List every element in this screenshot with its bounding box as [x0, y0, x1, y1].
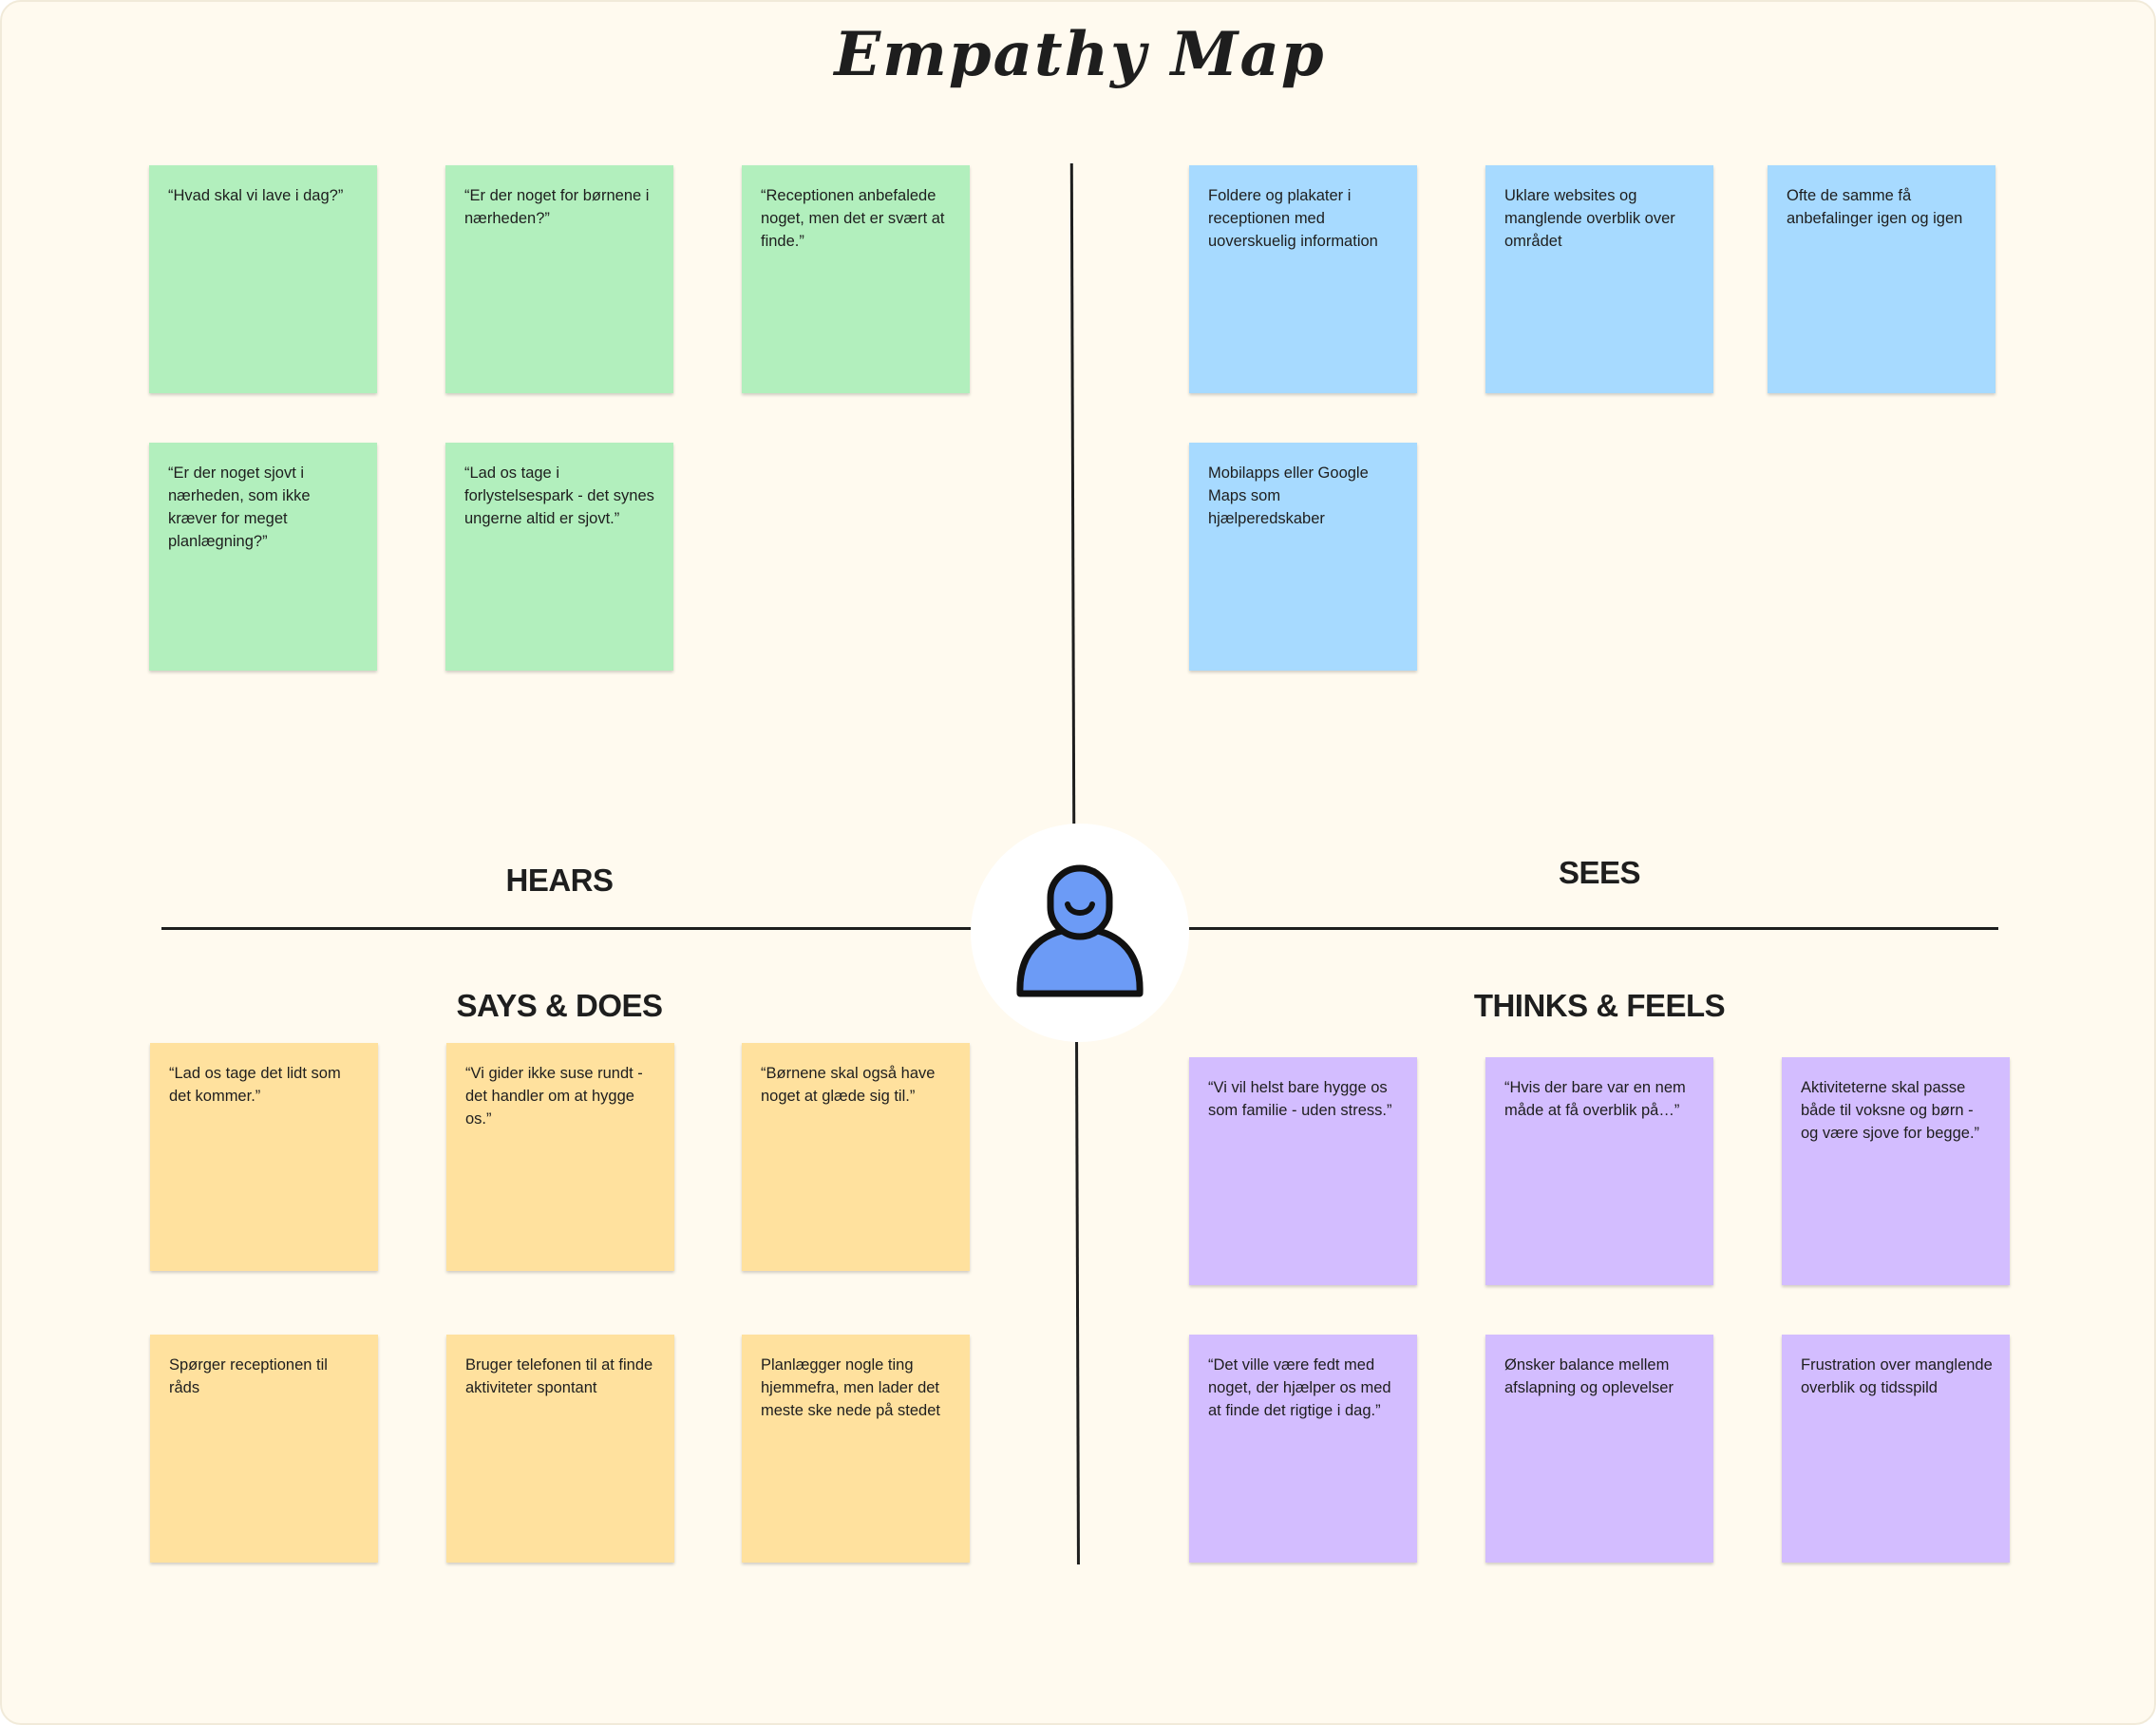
sees-label: SEES [1558, 855, 1641, 890]
person-icon [1016, 864, 1144, 997]
thinks-feels-sticky-note[interactable]: “Vi vil helst bare hygge os som familie … [1189, 1057, 1417, 1285]
thinks-feels-label: THINKS & FEELS [1473, 988, 1726, 1023]
says-does-sticky-note[interactable]: Bruger telefonen til at finde aktivitete… [446, 1335, 674, 1563]
hears-sticky-note[interactable]: “Er der noget for børnene i nærheden?” [445, 165, 673, 393]
sees-sticky-note[interactable]: Foldere og plakater i receptionen med uo… [1189, 165, 1417, 393]
hears-sticky-note[interactable]: “Receptionen anbefalede noget, men det e… [742, 165, 970, 393]
says-does-sticky-note[interactable]: “Vi gider ikke suse rundt - det handler … [446, 1043, 674, 1271]
page-title: Empathy Map [834, 19, 1326, 90]
says-does-sticky-note[interactable]: “Lad os tage det lidt som det kommer.” [150, 1043, 378, 1271]
horizontal-divider-left [161, 927, 971, 930]
sees-sticky-note[interactable]: Uklare websites og manglende overblik ov… [1485, 165, 1713, 393]
hears-sticky-note[interactable]: “Hvad skal vi lave i dag?” [149, 165, 377, 393]
thinks-feels-sticky-note[interactable]: Ønsker balance mellem afslapning og ople… [1485, 1335, 1713, 1563]
thinks-feels-sticky-note[interactable]: “Hvis der bare var en nem måde at få ove… [1485, 1057, 1713, 1285]
says-does-label: SAYS & DOES [456, 988, 663, 1023]
sees-sticky-note[interactable]: Mobilapps eller Google Maps som hjælpere… [1189, 443, 1417, 671]
vertical-divider-top [1069, 162, 1076, 825]
says-does-sticky-note[interactable]: “Børnene skal også have noget at glæde s… [742, 1043, 970, 1271]
horizontal-divider-right [1189, 927, 1998, 930]
vertical-divider-bottom [1075, 1041, 1080, 1565]
thinks-feels-sticky-note[interactable]: Frustration over manglende overblik og t… [1782, 1335, 2010, 1563]
hears-sticky-note[interactable]: “Er der noget sjovt i nærheden, som ikke… [149, 443, 377, 671]
sees-sticky-note[interactable]: Ofte de samme få anbefalinger igen og ig… [1768, 165, 1995, 393]
hears-sticky-note[interactable]: “Lad os tage i forlystelsespark - det sy… [445, 443, 673, 671]
thinks-feels-sticky-note[interactable]: Aktiviteterne skal passe både til voksne… [1782, 1057, 2010, 1285]
thinks-feels-sticky-note[interactable]: “Det ville være fedt med noget, der hjæl… [1189, 1335, 1417, 1563]
hears-label: HEARS [505, 862, 614, 898]
says-does-sticky-note[interactable]: Planlægger nogle ting hjemmefra, men lad… [742, 1335, 970, 1563]
says-does-sticky-note[interactable]: Spørger receptionen til råds [150, 1335, 378, 1563]
